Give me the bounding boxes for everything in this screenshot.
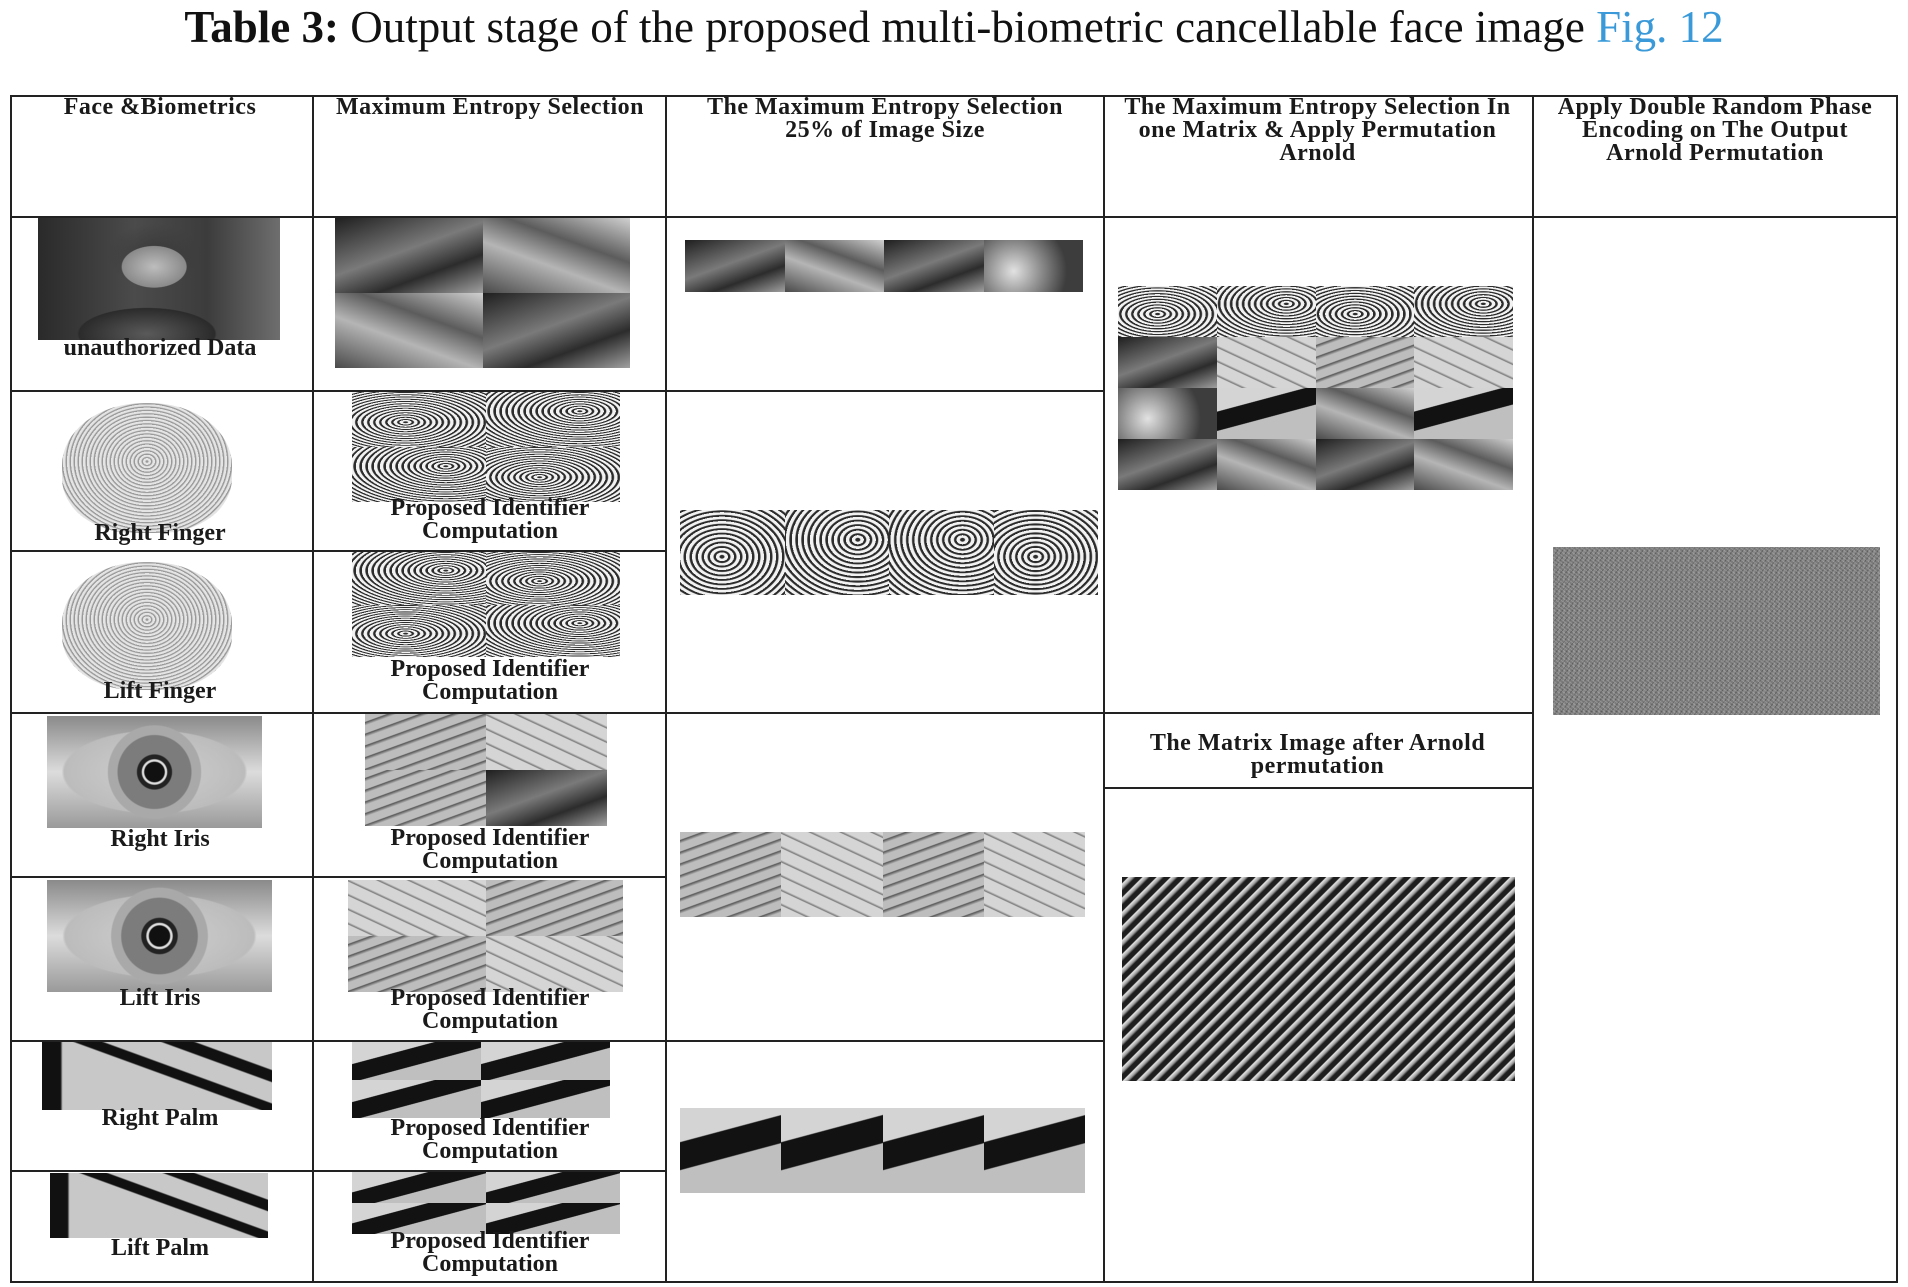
row-divider	[10, 712, 665, 714]
left-palm-image	[50, 1173, 268, 1238]
header-drpe: Apply Double Random Phase Encoding on Th…	[1557, 94, 1873, 166]
left-iris-image	[47, 880, 272, 992]
arnold-matrix-label: The Matrix Image after Arnold permutatio…	[1149, 730, 1486, 779]
row-divider	[1103, 712, 1532, 714]
row-divider	[10, 390, 665, 392]
header-max-entropy: Maximum Entropy Selection	[335, 94, 645, 120]
face-image	[38, 218, 280, 340]
right-iris-identifier-label: Proposed Identifier Computation	[390, 825, 590, 874]
left-palm-entropy-blocks	[352, 1172, 620, 1234]
finger-selection-strip	[680, 510, 1098, 595]
right-palm-label: Right Palm	[101, 1105, 219, 1131]
left-iris-label: Lift Iris	[119, 985, 201, 1011]
row-divider	[10, 1040, 665, 1042]
right-iris-image	[47, 716, 262, 828]
row-divider	[10, 550, 665, 552]
row-divider	[665, 390, 1103, 392]
left-finger-label: Lift Finger	[103, 678, 217, 704]
caption-text: Output stage of the proposed multi-biome…	[350, 2, 1585, 52]
right-palm-identifier-label: Proposed Identifier Computation	[390, 1115, 590, 1164]
left-palm-label: Lift Palm	[111, 1235, 209, 1261]
col-divider	[665, 95, 667, 1283]
header-divider	[10, 216, 1898, 218]
table-caption: Table 3: Output stage of the proposed mu…	[0, 0, 1908, 60]
right-palm-entropy-blocks	[352, 1042, 610, 1118]
face-label: unauthorized Data	[63, 335, 257, 361]
col-divider	[1532, 95, 1534, 1283]
face-entropy-blocks	[335, 218, 630, 368]
combined-matrix-image	[1118, 286, 1513, 490]
right-iris-label: Right Iris	[110, 826, 210, 852]
left-iris-entropy-blocks	[348, 880, 623, 992]
drpe-output-image	[1553, 547, 1880, 715]
header-face-biometrics: Face &Biometrics	[63, 94, 257, 120]
right-finger-identifier-label: Proposed Identifier Computation	[390, 495, 590, 544]
row-divider	[665, 712, 1103, 714]
row-divider	[10, 1170, 665, 1172]
header-arnold: The Maximum Entropy Selection In one Mat…	[1124, 94, 1511, 166]
iris-selection-strip	[680, 832, 1085, 917]
face-selection-strip	[685, 240, 1083, 292]
row-divider	[1103, 787, 1532, 789]
right-iris-entropy-blocks	[365, 714, 607, 826]
col-divider	[1103, 95, 1105, 1283]
right-palm-image	[42, 1042, 272, 1110]
header-max-entropy-25: The Maximum Entropy Selection 25% of Ima…	[706, 94, 1064, 143]
col-divider	[312, 95, 314, 1283]
caption-label: Table 3:	[184, 2, 340, 52]
right-finger-label: Right Finger	[94, 520, 226, 546]
row-divider	[10, 876, 665, 878]
left-finger-identifier-label: Proposed Identifier Computation	[390, 656, 590, 705]
results-table	[10, 95, 1898, 1283]
left-finger-entropy-blocks	[352, 552, 620, 657]
palm-selection-strip	[680, 1108, 1085, 1193]
arnold-permutation-image	[1122, 877, 1515, 1081]
figure-link[interactable]: Fig. 12	[1596, 2, 1724, 52]
left-finger-image	[62, 562, 232, 690]
left-palm-identifier-label: Proposed Identifier Computation	[390, 1228, 590, 1277]
right-finger-entropy-blocks	[352, 392, 620, 502]
row-divider	[665, 1040, 1103, 1042]
left-iris-identifier-label: Proposed Identifier Computation	[390, 985, 590, 1034]
right-finger-image	[62, 403, 232, 533]
